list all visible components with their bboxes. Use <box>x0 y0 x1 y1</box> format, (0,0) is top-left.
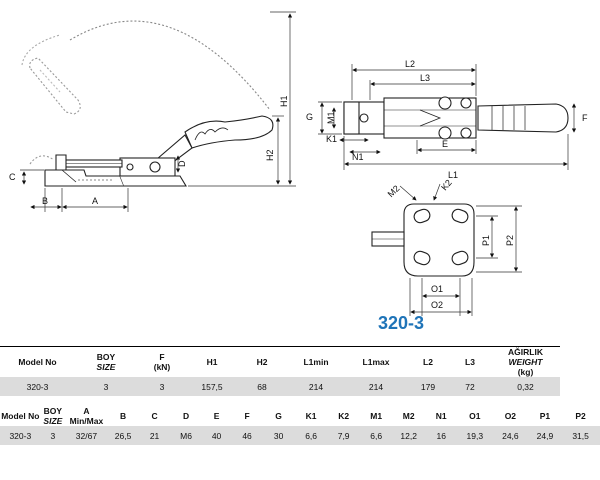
spec-table-2-row: 320-3 3 32/67 26,5 21 M6 40 46 30 6,6 7,… <box>0 426 600 445</box>
cell-boy: 3 <box>75 377 137 396</box>
top-view-dimensions <box>318 64 577 170</box>
top-body <box>383 97 477 139</box>
plunger-head <box>55 154 67 171</box>
technical-drawing: H1 H2 D C B A <box>9 11 588 316</box>
top-view <box>343 96 569 140</box>
cell2-p2: 31,5 <box>561 426 600 445</box>
col2-m2: M2 <box>392 406 425 426</box>
cell2-e: 40 <box>201 426 232 445</box>
cell-f: 3 <box>137 377 187 396</box>
cell2-d: M6 <box>170 426 202 445</box>
cell2-g: 30 <box>262 426 295 445</box>
cell2-c: 21 <box>138 426 171 445</box>
dim-g-label: G <box>306 112 313 122</box>
dim-p2-label: P2 <box>505 235 515 246</box>
col2-p2: P2 <box>561 406 600 426</box>
cell2-n1: 16 <box>424 426 458 445</box>
cell2-o2: 24,6 <box>492 426 529 445</box>
cell-l1min: 214 <box>287 377 345 396</box>
cell-l3: 72 <box>449 377 491 396</box>
cell-h2: 68 <box>237 377 287 396</box>
col2-f: F <box>231 406 263 426</box>
col2-c: C <box>138 406 171 426</box>
col-h2: H2 <box>237 346 287 377</box>
side-view-dimensions <box>20 11 296 212</box>
top-handle <box>477 103 569 133</box>
dim-l1-label: L1 <box>448 170 458 180</box>
dim-p1-label: P1 <box>481 235 491 246</box>
dim-c-label: C <box>9 172 16 182</box>
cell2-k2: 7,9 <box>327 426 360 445</box>
dim-f-label: F <box>582 113 588 123</box>
dim-l2-label: L2 <box>405 59 415 69</box>
cell2-b: 26,5 <box>107 426 139 445</box>
clamp-base <box>44 169 125 187</box>
dim-b-label: B <box>42 196 48 206</box>
col-model-no: Model No <box>0 346 75 377</box>
col2-k1: K1 <box>294 406 328 426</box>
col2-e: E <box>201 406 232 426</box>
dim-m1-label: M1 <box>326 111 336 124</box>
col-l1min: L1min <box>287 346 345 377</box>
swing-arc <box>69 20 271 111</box>
col2-g: G <box>262 406 295 426</box>
col-l2: L2 <box>407 346 449 377</box>
col-l3: L3 <box>449 346 491 377</box>
col2-d: D <box>170 406 202 426</box>
ghost-handle <box>29 57 81 115</box>
dim-k1-label: K1 <box>326 134 337 144</box>
dim-n1-label: N1 <box>352 152 364 162</box>
dim-o2-label: O2 <box>431 300 443 310</box>
cell2-p1: 24,9 <box>528 426 562 445</box>
col2-o1: O1 <box>457 406 493 426</box>
dim-e-label: E <box>442 139 448 149</box>
cell2-f: 46 <box>231 426 263 445</box>
col2-p1: P1 <box>528 406 562 426</box>
cell2-boy: 3 <box>40 426 66 445</box>
cell2-model-no: 320-3 <box>0 426 41 445</box>
dim-d-label: D <box>177 160 187 167</box>
cell2-k1: 6,6 <box>294 426 328 445</box>
base-view-dimensions <box>399 183 522 316</box>
cell-h1: 157,5 <box>187 377 237 396</box>
col2-model-no: Model No <box>0 406 41 426</box>
side-view <box>21 20 274 187</box>
col2-k2: K2 <box>327 406 360 426</box>
spec-table-1-row: 320-3 3 3 157,5 68 214 214 179 72 0,32 <box>0 377 560 396</box>
cell2-a: 32/67 <box>65 426 108 445</box>
cell-l2: 179 <box>407 377 449 396</box>
dim-l3-label: L3 <box>420 73 430 83</box>
col2-m1: M1 <box>359 406 393 426</box>
col2-o2: O2 <box>492 406 529 426</box>
cell2-m2: 12,2 <box>392 426 425 445</box>
col-f: F(kN) <box>137 346 187 377</box>
cell-weight: 0,32 <box>491 377 560 396</box>
col2-n1: N1 <box>424 406 458 426</box>
col-h1: H1 <box>187 346 237 377</box>
cell2-o1: 19,3 <box>457 426 493 445</box>
dim-m2-label: M2 <box>386 183 402 199</box>
model-title: 320-3 <box>378 313 425 333</box>
dim-h2-label: H2 <box>265 149 275 161</box>
cell2-m1: 6,6 <box>359 426 393 445</box>
cell-model-no: 320-3 <box>0 377 75 396</box>
dim-a-label: A <box>92 196 98 206</box>
base-view <box>371 203 475 277</box>
cell-l1max: 214 <box>345 377 407 396</box>
handle-grip <box>184 115 274 149</box>
clamp-body <box>119 157 176 177</box>
dim-o1-label: O1 <box>431 284 443 294</box>
col-l1max: L1max <box>345 346 407 377</box>
col2-b: B <box>107 406 139 426</box>
dim-h1-label: H1 <box>279 95 289 107</box>
